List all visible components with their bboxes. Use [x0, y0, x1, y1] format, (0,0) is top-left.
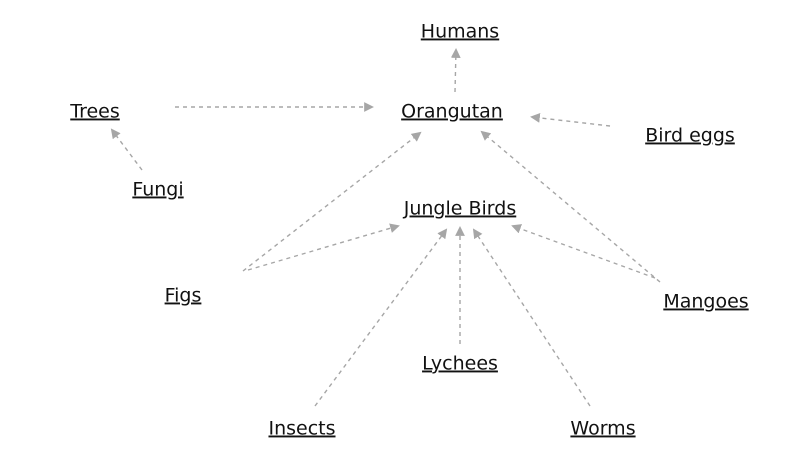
node-fungi: Fungi	[132, 179, 183, 201]
edge-orangutan-to-humans	[450, 48, 461, 93]
edge-figs-to-jungle-birds	[247, 223, 400, 271]
edge-mangoes-to-jungle-birds	[511, 224, 656, 279]
node-insects: Insects	[268, 418, 335, 440]
edge-mangoes-to-orangutan	[480, 130, 661, 283]
edge-fungi-to-trees	[110, 128, 143, 171]
edge-bird-eggs-to-orangutan	[530, 113, 611, 127]
edge-worms-to-jungle-birds	[472, 228, 591, 407]
edge-figs-to-orangutan	[242, 131, 422, 272]
node-mangoes: Mangoes	[663, 291, 748, 313]
edges-layer	[110, 48, 661, 407]
node-bird-eggs: Bird eggs	[645, 125, 735, 147]
edge-insects-to-jungle-birds	[314, 228, 448, 407]
node-figs: Figs	[165, 285, 202, 307]
node-jungle-birds: Jungle Birds	[403, 198, 517, 220]
node-worms: Worms	[570, 418, 635, 440]
node-trees: Trees	[69, 101, 120, 123]
node-lychees: Lychees	[422, 353, 498, 375]
node-humans: Humans	[421, 21, 499, 43]
node-orangutan: Orangutan	[401, 101, 503, 123]
